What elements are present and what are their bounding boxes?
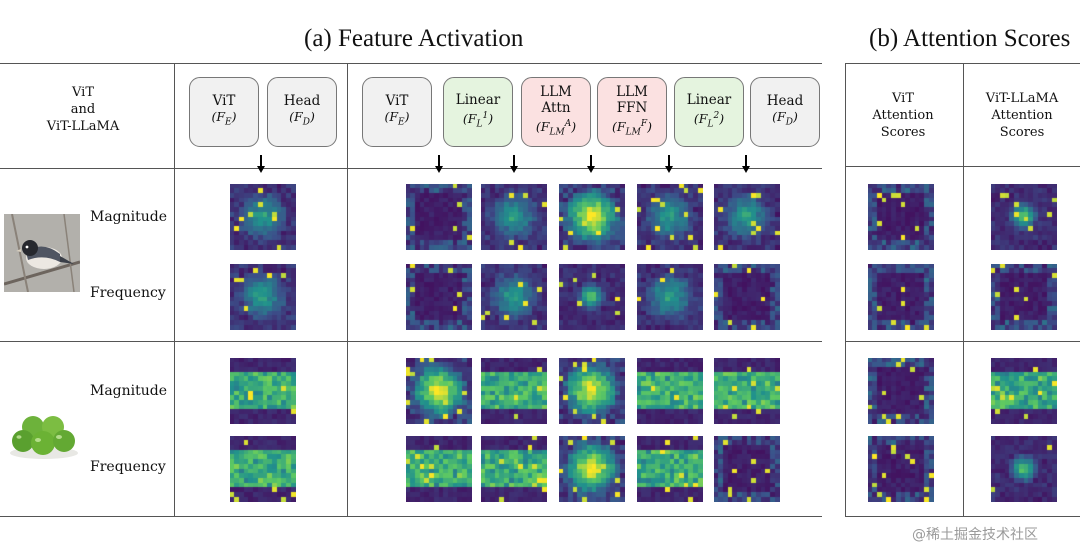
models-header-line3: ViT-LLaMA [46, 119, 120, 134]
activation-map-llm-ffn [637, 358, 703, 424]
attention-scores-title: (b) Attention Scores [869, 25, 1071, 52]
attention-map-vit-llama [991, 436, 1057, 502]
row-divider [0, 341, 822, 342]
down-arrow-icon [587, 155, 595, 173]
down-arrow-icon [435, 155, 443, 173]
llm-ffn-block: LLM FFN (FLMF) [597, 77, 667, 147]
down-arrow-icon [257, 155, 265, 173]
header-bottom-rule [0, 168, 822, 169]
vit-attention-header-line2: Attention [872, 108, 934, 123]
frequency-map-vit-encoder [230, 436, 296, 502]
attention-left-border [845, 63, 846, 516]
frequency-map-llama-vit-encoder [406, 264, 472, 330]
block-name-2: Attn [541, 99, 571, 116]
vit-llama-attention-header-line1: ViT-LLaMA [985, 91, 1059, 106]
column-divider-1 [174, 63, 175, 516]
activation-map-llm-ffn [637, 184, 703, 250]
block-name: ViT [385, 93, 409, 110]
frequency-map-llm-attn [559, 436, 625, 502]
down-arrow-icon [742, 155, 750, 173]
attention-map-vit-llama [991, 184, 1057, 250]
linear-1-block: Linear (FL1) [443, 77, 513, 147]
row-label-magnitude: Magnitude [90, 209, 168, 225]
block-name: Linear [455, 91, 501, 108]
activation-map-vit-encoder [230, 358, 296, 424]
row-label-frequency: Frequency [90, 285, 166, 301]
block-name: Linear [686, 91, 732, 108]
activation-map-linear-2 [714, 358, 780, 424]
block-symbol: (FE) [384, 109, 410, 128]
activation-map-llama-vit-encoder [406, 358, 472, 424]
vit-llama-attention-header: ViT-LLaMA Attention Scores [967, 90, 1077, 141]
header-top-rule [0, 63, 822, 64]
vit-attention-header-line1: ViT [892, 91, 914, 106]
block-symbol: (FL1) [462, 110, 494, 130]
attention-map-vit-llama [991, 264, 1057, 330]
block-symbol: (FD) [772, 109, 798, 128]
attention-bottom-rule [845, 516, 1080, 517]
attention-map-vit [868, 264, 934, 330]
vit-encoder-block: ViT (FE) [189, 77, 259, 147]
frequency-map-linear-2 [714, 436, 780, 502]
down-arrow-icon [665, 155, 673, 173]
bird-image [4, 214, 80, 292]
vit-llama-attention-header-line2: Attention [991, 108, 1053, 123]
block-symbol: (FLMA) [535, 118, 577, 138]
attention-map-vit [868, 184, 934, 250]
activation-map-linear-2 [714, 184, 780, 250]
table-bottom-rule [0, 516, 822, 517]
llm-attn-block: LLM Attn (FLMA) [521, 77, 591, 147]
row-label-frequency: Frequency [90, 459, 166, 475]
block-name: ViT [212, 93, 236, 110]
frequency-map-linear-1 [481, 264, 547, 330]
frequency-map-linear-1 [481, 436, 547, 502]
vit-attention-header: ViT Attention Scores [850, 90, 956, 141]
attention-map-vit-llama [991, 358, 1057, 424]
attention-top-rule [845, 63, 1080, 64]
block-name: Head [766, 93, 804, 110]
activation-map-vit-encoder [230, 184, 296, 250]
block-symbol: (FL2) [693, 110, 725, 130]
vit-head-block: Head (FD) [267, 77, 337, 147]
frequency-map-llm-attn [559, 264, 625, 330]
activation-map-llm-attn [559, 184, 625, 250]
attention-header-bottom-rule [845, 166, 1080, 167]
llama-vit-encoder-block: ViT (FE) [362, 77, 432, 147]
models-header: ViT and ViT-LLaMA [28, 84, 138, 135]
block-symbol: (FLMF) [612, 118, 652, 138]
activation-map-llama-vit-encoder [406, 184, 472, 250]
block-name: Head [283, 93, 321, 110]
models-header-line1: ViT [72, 85, 94, 100]
attention-row-divider [845, 341, 1080, 342]
vit-llama-attention-header-line3: Scores [999, 125, 1045, 140]
frequency-map-llama-vit-encoder [406, 436, 472, 502]
vit-attention-header-line3: Scores [880, 125, 926, 140]
activation-map-linear-1 [481, 358, 547, 424]
block-symbol: (FD) [289, 109, 315, 128]
down-arrow-icon [510, 155, 518, 173]
block-symbol: (FE) [211, 109, 237, 128]
watermark: @稀土掘金技术社区 [912, 527, 1038, 543]
block-name: LLM [540, 83, 572, 100]
feature-activation-title: (a) Feature Activation [304, 25, 524, 52]
frequency-map-vit-encoder [230, 264, 296, 330]
row-label-magnitude: Magnitude [90, 383, 168, 399]
block-name: LLM [616, 83, 648, 100]
llama-head-block: Head (FD) [750, 77, 820, 147]
frequency-map-linear-2 [714, 264, 780, 330]
attention-map-vit [868, 436, 934, 502]
activation-map-llm-attn [559, 358, 625, 424]
attention-map-vit [868, 358, 934, 424]
column-divider-2 [347, 63, 348, 516]
apples-image [7, 389, 81, 465]
frequency-map-llm-ffn [637, 264, 703, 330]
attention-column-divider [963, 63, 964, 516]
frequency-map-llm-ffn [637, 436, 703, 502]
linear-2-block: Linear (FL2) [674, 77, 744, 147]
block-name-2: FFN [616, 99, 648, 116]
activation-map-linear-1 [481, 184, 547, 250]
models-header-line2: and [70, 102, 96, 117]
